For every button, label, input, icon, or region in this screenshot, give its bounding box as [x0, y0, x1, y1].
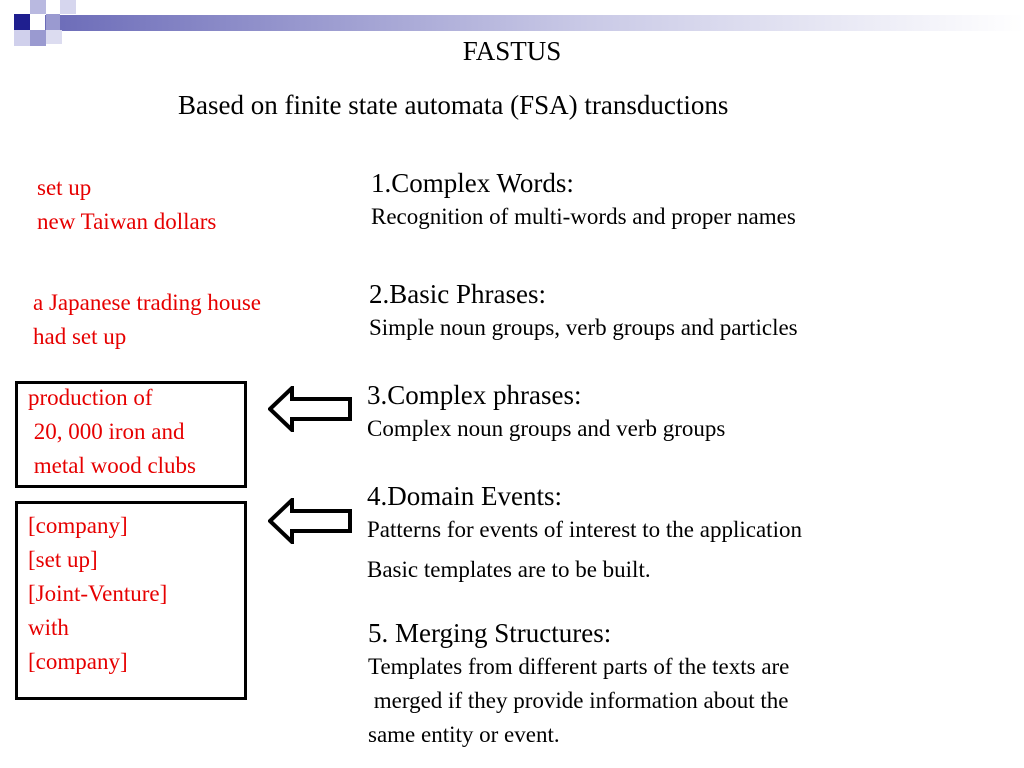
example-complex-words: set up new Taiwan dollars: [37, 171, 216, 239]
example-box-domain-events: [15, 501, 247, 700]
level-description: Complex noun groups and verb groups: [367, 416, 726, 441]
level-heading: 4.Domain Events:: [367, 481, 562, 511]
slide-title: FASTUS: [462, 36, 562, 66]
level-heading: 5. Merging Structures:: [368, 618, 612, 648]
example-line: [set up]: [28, 547, 98, 572]
level-description: Basic templates are to be built.: [367, 557, 651, 582]
level-description: Simple noun groups, verb groups and part…: [369, 315, 798, 340]
level-heading: 2.Basic Phrases:: [369, 279, 546, 309]
example-line: [Joint-Venture]: [28, 581, 168, 606]
level-description: same entity or event.: [368, 722, 560, 747]
level-1: 1.Complex Words: Recognition of multi-wo…: [371, 166, 796, 234]
example-line: set up: [37, 175, 92, 200]
level-heading: 1.Complex Words:: [371, 168, 574, 198]
example-line: with: [28, 615, 69, 640]
level-description: merged if they provide information about…: [368, 688, 789, 713]
example-line: a Japanese trading house: [33, 290, 262, 315]
level-3: 3.Complex phrases: Complex noun groups a…: [367, 378, 725, 446]
example-line: production of: [28, 385, 153, 410]
level-description: Recognition of multi-words and proper na…: [371, 204, 796, 229]
example-box-complex-phrases: [15, 381, 247, 488]
example-line: [company]: [28, 649, 128, 674]
example-complex-phrases: production of 20, 000 iron and metal woo…: [28, 381, 196, 483]
level-2: 2.Basic Phrases: Simple noun groups, ver…: [369, 277, 798, 345]
example-line: had set up: [33, 324, 127, 349]
example-line: [company]: [28, 513, 128, 538]
left-arrow-icon: [268, 498, 352, 544]
header-decoration: [14, 0, 1024, 46]
example-line: metal wood clubs: [28, 453, 196, 478]
level-description: Patterns for events of interest to the a…: [367, 517, 802, 542]
left-arrow-icon: [268, 386, 352, 432]
level-5: 5. Merging Structures: Templates from di…: [368, 616, 789, 752]
slide-subtitle: Based on finite state automata (FSA) tra…: [178, 90, 729, 120]
example-line: 20, 000 iron and: [28, 419, 185, 444]
level-4: 4.Domain Events: Patterns for events of …: [367, 479, 802, 587]
example-basic-phrases: a Japanese trading house had set up: [33, 286, 261, 354]
level-description: Templates from different parts of the te…: [368, 654, 790, 679]
example-domain-events: [company] [set up] [Joint-Venture] with …: [28, 509, 167, 679]
example-line: new Taiwan dollars: [37, 209, 217, 234]
level-heading: 3.Complex phrases:: [367, 380, 582, 410]
